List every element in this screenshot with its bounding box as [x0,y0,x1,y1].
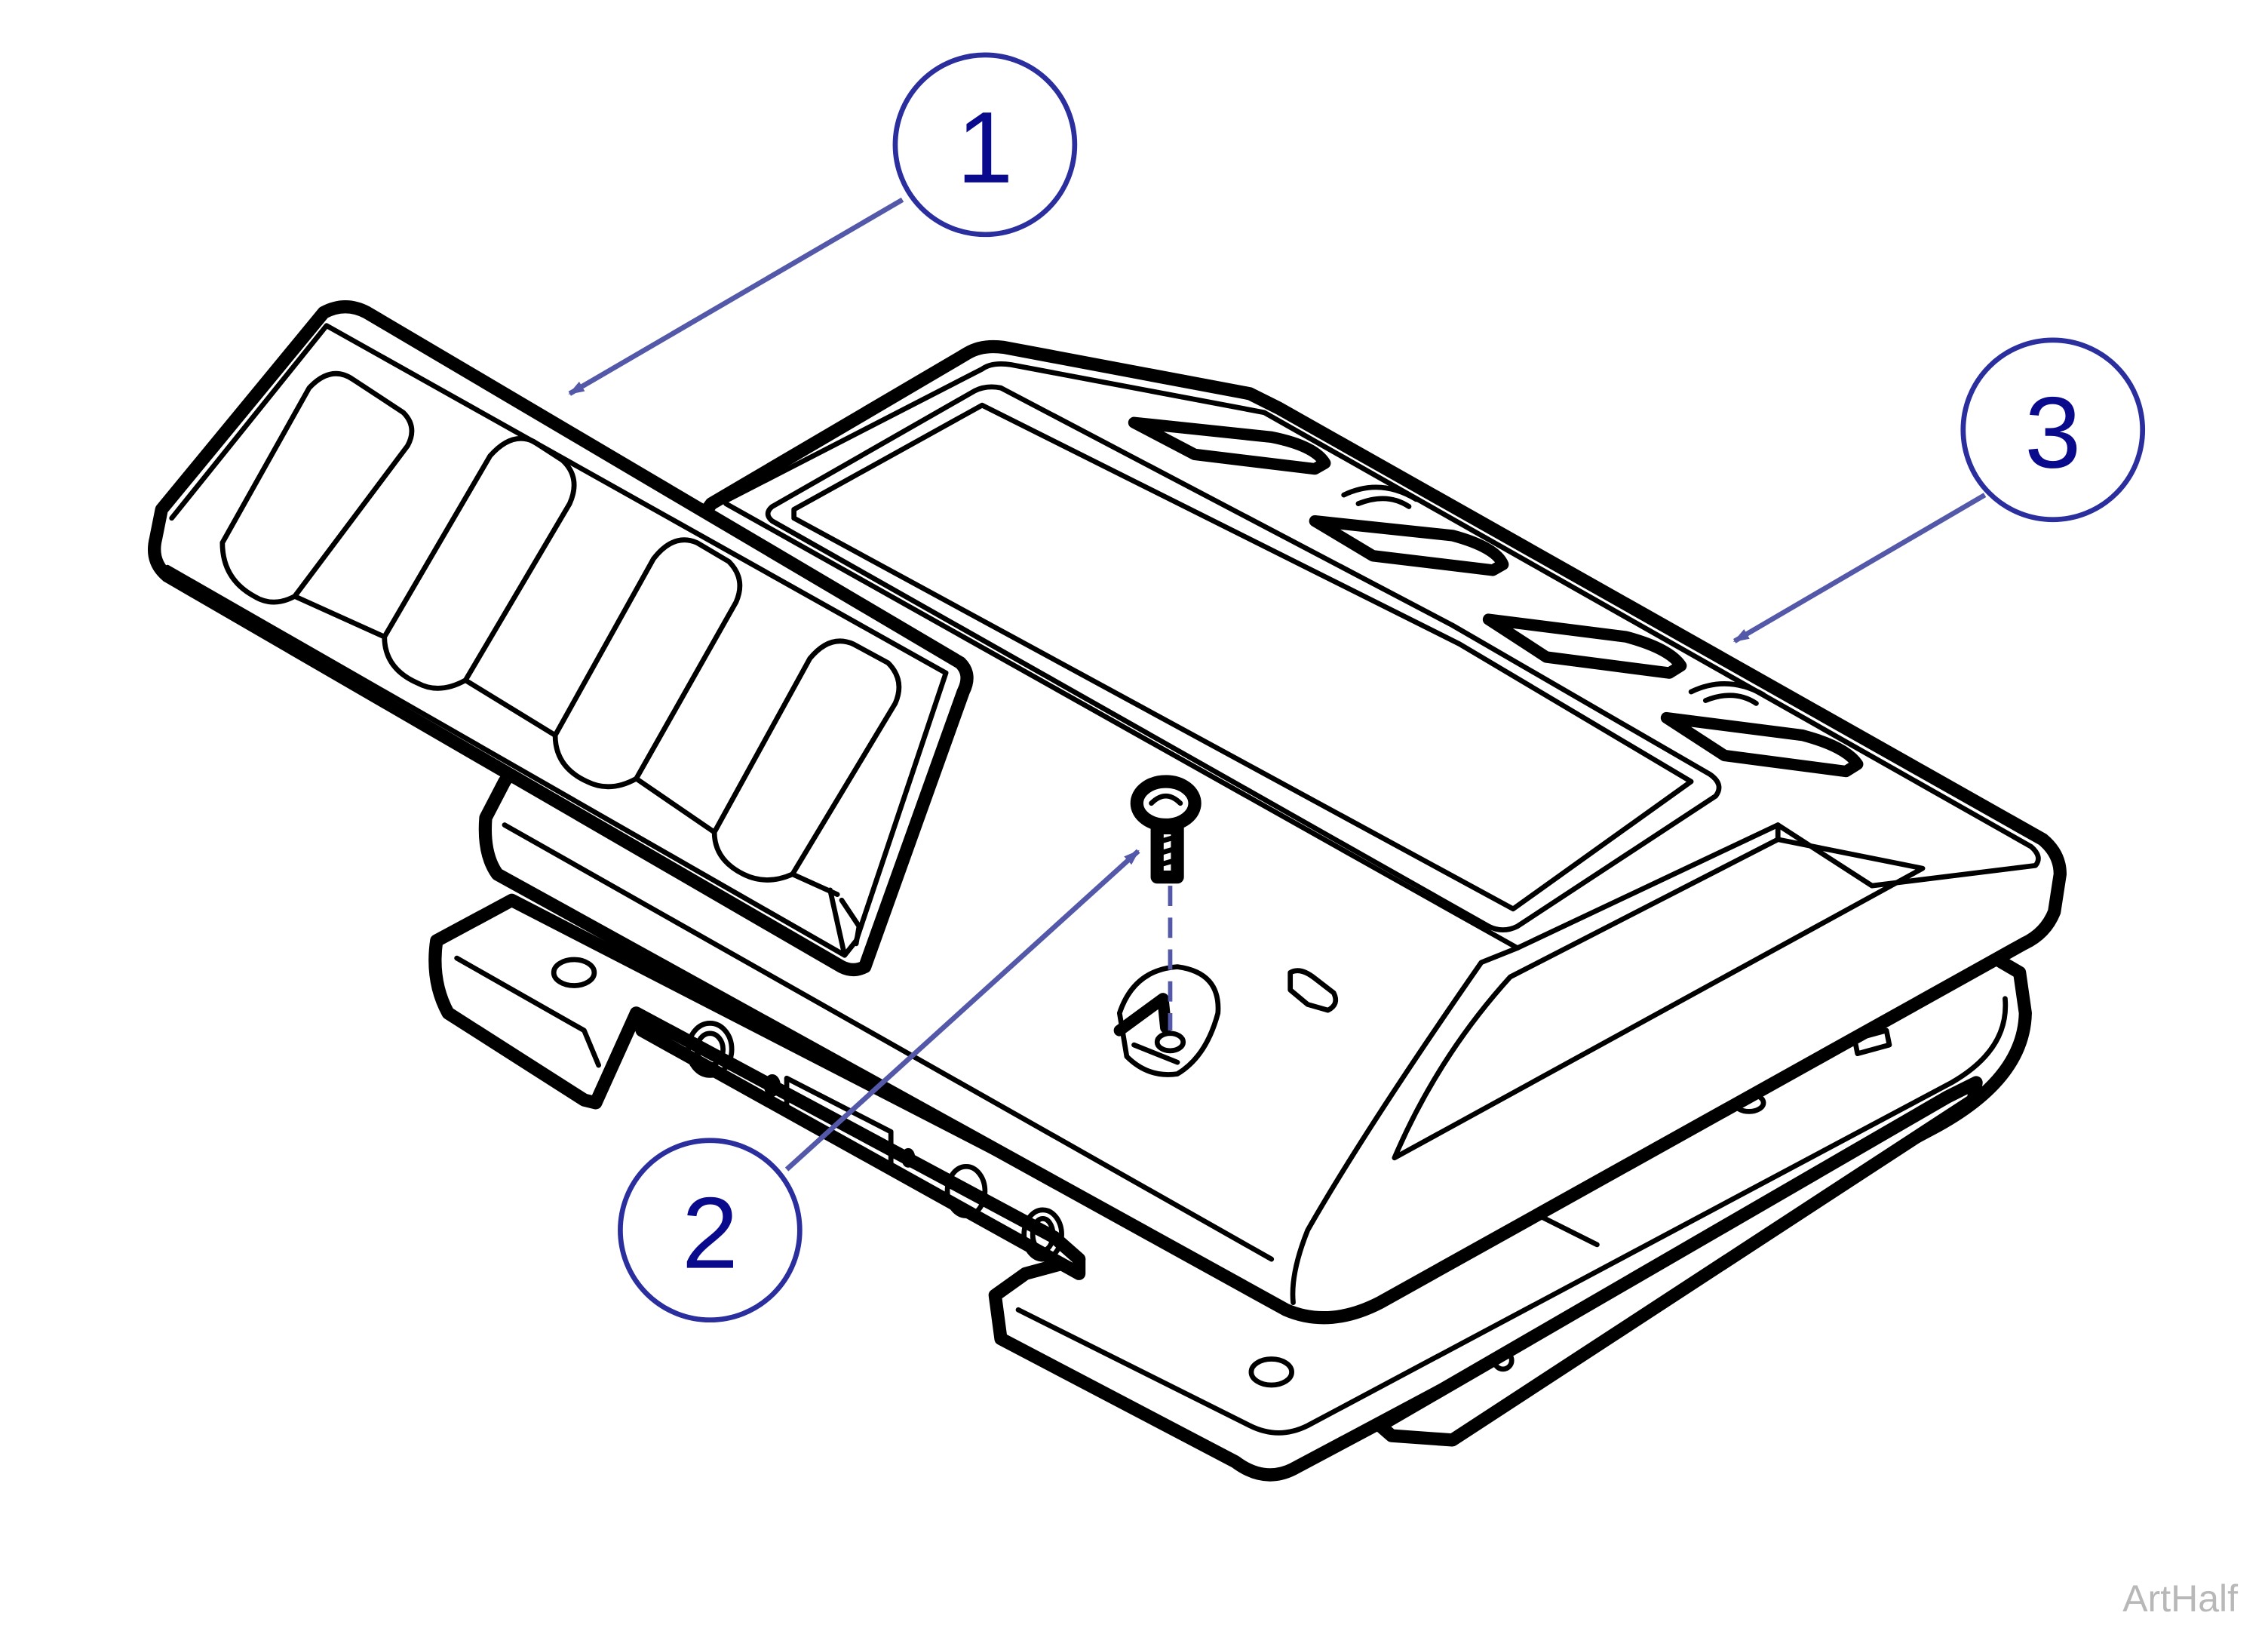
pedal-ridge-3 [552,537,743,790]
vent-slot-4 [1660,711,1864,778]
locating-pin [1287,968,1339,1013]
base-tray-outline [428,893,2032,1482]
connector-port-3 [1021,1207,1064,1262]
pedal-ridge-link-2 [462,677,558,738]
pedal-corner [839,897,862,947]
screw-boss-lip [1131,1042,1180,1065]
connector-port-3-inner [1030,1216,1056,1253]
housing-top-bevel [723,361,2041,951]
vent-slot-1 [1128,416,1331,475]
callout-3-circle [1960,337,2146,523]
vent-notch-2 [1688,681,1766,698]
main-housing [478,339,2067,1325]
callout-1-circle [892,52,1078,238]
display-window-inner [791,402,1694,912]
pedal-outline [148,300,974,977]
screw-hole [1154,1030,1186,1054]
connector-port-1-inner [694,1030,726,1068]
screw [1130,775,1202,1030]
callout-1-leader [568,197,904,396]
connector-port-1 [686,1021,735,1078]
callout-3-label: 3 [2024,376,2081,490]
callout-1: 1 [568,52,1078,396]
vent-notch-1b [1355,496,1412,509]
pedal-rim [164,323,949,958]
base-plate [428,893,2032,1482]
screw-thread [1154,834,1180,868]
callout-2-circle [618,1138,803,1323]
base-detail-line [1536,1213,1600,1248]
housing-side-edge [502,822,1275,1262]
mount-hole-front [1248,1356,1294,1388]
connector-slot [784,1075,894,1169]
housing-slope-inset [1392,837,1926,1161]
watermark: ArtHalf [2122,1577,2238,1620]
screw-head-slot [1149,793,1183,806]
vent-slot-2 [1309,514,1509,576]
connector-port-2 [944,1163,988,1218]
pedal-ridge-1 [219,371,415,605]
callout-2-label: 2 [682,1177,738,1290]
mount-hole-left [551,957,597,988]
pedal-ridge-link-1 [292,594,388,640]
base-tab-hole [1491,1349,1515,1372]
pedal-ridge-4 [711,638,902,883]
vent-slot-3 [1482,613,1687,679]
pedal-ridge-link-4 [790,871,840,897]
vent-notch-1 [1341,484,1419,502]
side-connector-panel [629,1006,1086,1280]
vent-notch-2b [1702,693,1759,706]
callout-2-leader [784,849,1140,1172]
screw-boss-shadow [1113,993,1172,1037]
base-edge-front [1015,996,2009,1436]
base-skirt-outline [1373,1076,1983,1447]
connector-led [901,1147,916,1168]
pedal-ridge-link-3 [634,776,717,835]
callout-2: 2 [618,849,1140,1323]
callout-1-label: 1 [957,91,1014,204]
base-edge-left [454,955,602,1068]
connector-pin [763,1074,781,1097]
callout-3: 3 [1732,337,2146,643]
callout-3-leader [1732,493,1987,643]
pedal-cover [148,300,974,977]
housing-front-slope [1290,945,1521,1306]
display-window [765,384,1722,932]
screw-boss [1116,964,1221,1077]
pedal-edge [827,887,848,958]
pedal-ridge-2 [382,435,577,691]
